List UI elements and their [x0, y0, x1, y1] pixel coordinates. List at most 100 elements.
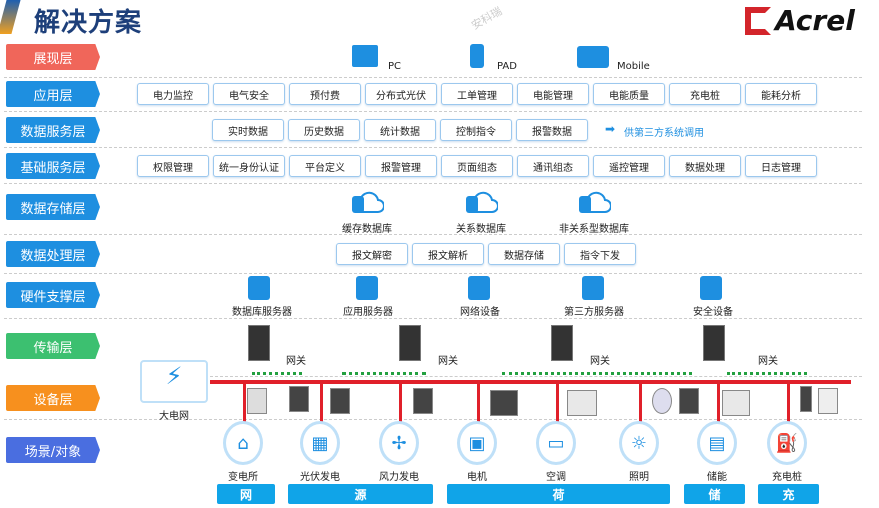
layer-storage: 数据存储层 — [6, 194, 100, 220]
app-button[interactable]: 电气安全 — [213, 83, 285, 105]
category-grid: 网 — [217, 484, 275, 504]
base-service-button[interactable]: 遥控管理 — [593, 155, 665, 177]
app-button[interactable]: 预付费 — [289, 83, 361, 105]
database-cloud-icon — [466, 191, 498, 213]
hardware-label: 应用服务器 — [343, 307, 393, 318]
processing-button[interactable]: 报文解析 — [412, 243, 484, 265]
meter-device-icon — [679, 388, 699, 414]
divider — [4, 419, 862, 420]
data-service-button[interactable]: 统计数据 — [364, 119, 436, 141]
divider — [4, 318, 862, 319]
meter-device-icon — [413, 388, 433, 414]
base-service-button[interactable]: 统一身份认证 — [213, 155, 285, 177]
database-cloud-icon — [352, 191, 384, 213]
server-icon — [248, 276, 270, 300]
app-button[interactable]: 电力监控 — [137, 83, 209, 105]
power-bus — [210, 380, 851, 384]
light-bulb-icon: ☼ — [619, 421, 659, 465]
base-service-button[interactable]: 权限管理 — [137, 155, 209, 177]
page-title: 解决方案 — [34, 8, 143, 38]
base-service-button[interactable]: 数据处理 — [669, 155, 741, 177]
pad-icon — [470, 44, 484, 68]
gateway-label: 网关 — [438, 356, 458, 367]
meter-device-icon — [490, 390, 518, 416]
category-source: 源 — [288, 484, 433, 504]
sensor-device-icon — [652, 388, 672, 414]
layer-transport: 传输层 — [6, 333, 100, 359]
air-conditioner-icon: ▭ — [536, 421, 576, 465]
layer-scene: 场景/对象 — [6, 437, 100, 463]
processing-button[interactable]: 报文解密 — [336, 243, 408, 265]
hardware-label: 第三方服务器 — [564, 307, 624, 318]
layer-base-service: 基础服务层 — [6, 153, 100, 179]
processing-button[interactable]: 指令下发 — [564, 243, 636, 265]
gateway-icon — [248, 325, 270, 361]
power-grid-icon: ⚡ — [140, 360, 208, 403]
storage-label: 关系数据库 — [456, 224, 506, 235]
watermark: 安科瑞 — [469, 4, 505, 33]
bus-drop — [399, 382, 402, 422]
hardware-label: 数据库服务器 — [232, 307, 292, 318]
scene-label: 空调 — [546, 472, 566, 483]
comm-link — [727, 372, 807, 375]
gateway-icon — [703, 325, 725, 361]
meter-device-icon — [330, 388, 350, 414]
third-party-note: 供第三方系统调用 — [624, 128, 704, 139]
meter-device-icon — [567, 390, 597, 416]
hardware-label: 安全设备 — [693, 307, 733, 318]
layer-processing: 数据处理层 — [6, 241, 100, 267]
data-service-button[interactable]: 实时数据 — [212, 119, 284, 141]
layer-presentation: 展现层 — [6, 44, 100, 70]
app-button[interactable]: 能耗分析 — [745, 83, 817, 105]
comm-link — [342, 372, 426, 375]
divider — [4, 234, 862, 235]
pc-label: PC — [388, 61, 402, 72]
base-service-button[interactable]: 平台定义 — [289, 155, 361, 177]
app-button[interactable]: 电能管理 — [517, 83, 589, 105]
bus-drop — [556, 382, 559, 422]
meter-device-icon — [289, 386, 309, 412]
comm-link — [502, 372, 692, 375]
base-service-button[interactable]: 报警管理 — [365, 155, 437, 177]
security-device-icon — [700, 276, 722, 300]
bus-drop — [787, 382, 790, 422]
substation-icon: ⌂ — [223, 421, 263, 465]
data-service-button[interactable]: 报警数据 — [516, 119, 588, 141]
base-service-button[interactable]: 页面组态 — [441, 155, 513, 177]
category-storage: 储 — [684, 484, 745, 504]
scene-label: 光伏发电 — [300, 472, 340, 483]
scene-label: 电机 — [467, 472, 487, 483]
layer-device: 设备层 — [6, 385, 100, 411]
data-service-button[interactable]: 历史数据 — [288, 119, 360, 141]
divider — [4, 183, 862, 184]
bus-drop — [243, 382, 246, 422]
motor-icon: ▣ — [457, 421, 497, 465]
category-charging: 充 — [758, 484, 819, 504]
base-service-button[interactable]: 通讯组态 — [517, 155, 589, 177]
bus-drop — [477, 382, 480, 422]
layer-hardware: 硬件支撑层 — [6, 282, 100, 308]
comm-link — [252, 372, 302, 375]
divider — [4, 111, 862, 112]
app-button[interactable]: 工单管理 — [441, 83, 513, 105]
meter-device-icon — [722, 390, 750, 416]
server-icon — [356, 276, 378, 300]
scene-label: 变电所 — [228, 472, 258, 483]
gateway-icon — [399, 325, 421, 361]
app-button[interactable]: 分布式光伏 — [365, 83, 437, 105]
base-service-button[interactable]: 日志管理 — [745, 155, 817, 177]
network-device-icon — [468, 276, 490, 300]
processing-button[interactable]: 数据存储 — [488, 243, 560, 265]
bus-drop — [320, 382, 323, 422]
scene-label: 充电桩 — [772, 472, 802, 483]
divider — [210, 376, 862, 377]
storage-label: 缓存数据库 — [342, 224, 392, 235]
gateway-icon — [551, 325, 573, 361]
arrow-right-icon: ➡ — [605, 122, 616, 136]
app-button[interactable]: 电能质量 — [593, 83, 665, 105]
data-service-button[interactable]: 控制指令 — [440, 119, 512, 141]
energy-storage-icon: ▤ — [697, 421, 737, 465]
logo-text: Acrel — [775, 4, 855, 37]
divider — [4, 77, 862, 78]
app-button[interactable]: 充电桩 — [669, 83, 741, 105]
